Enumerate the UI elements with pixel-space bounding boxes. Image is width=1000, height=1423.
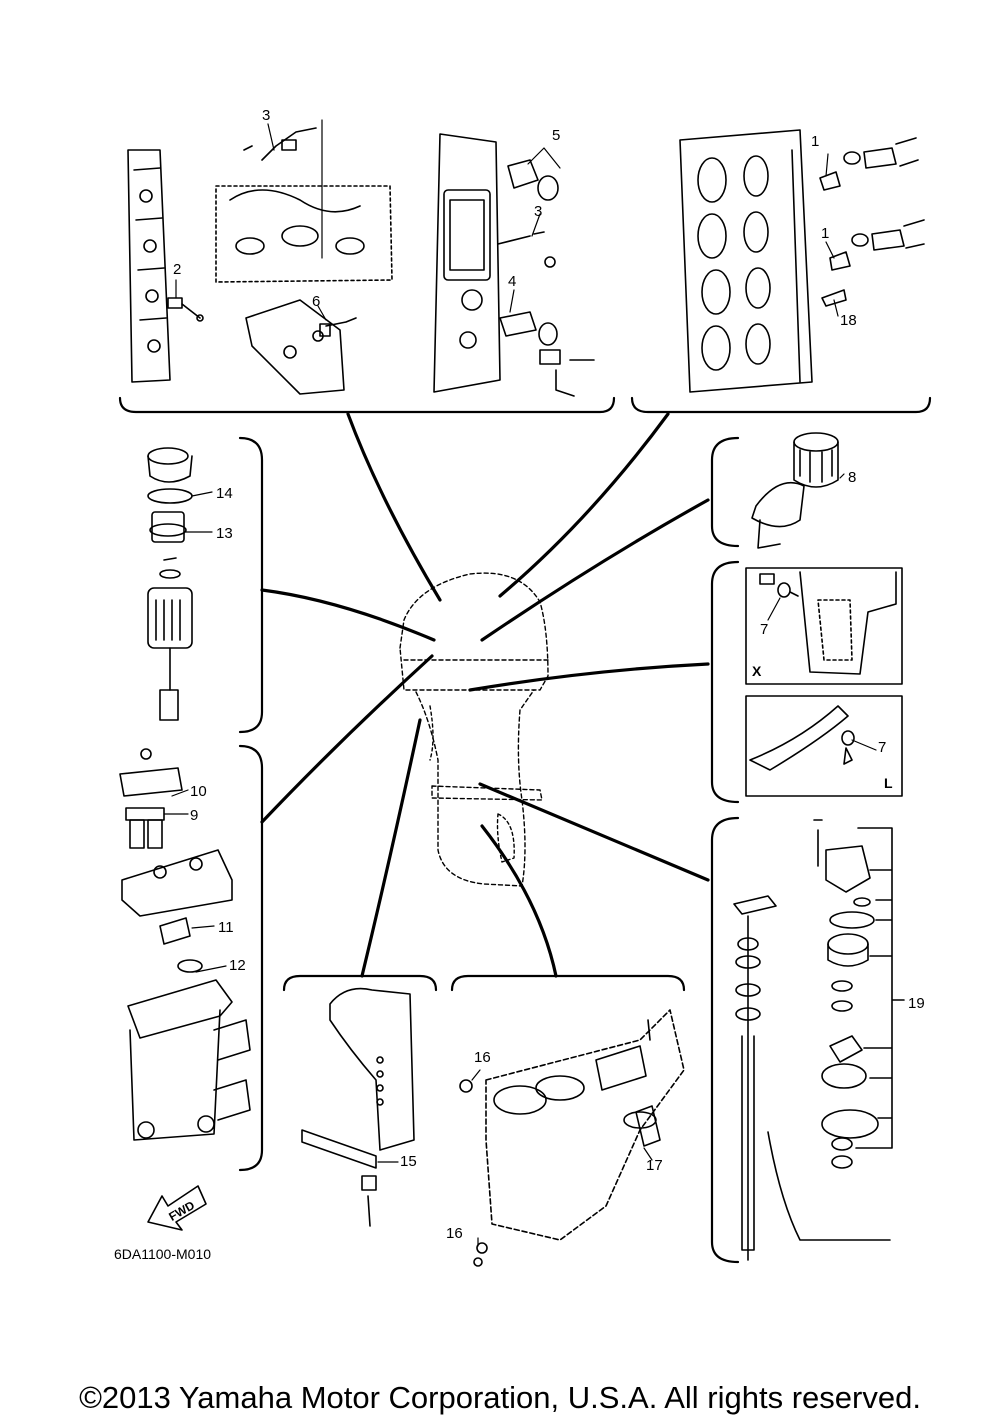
fwd-arrow: FWD bbox=[150, 1190, 210, 1235]
callout-1-lower: 1 bbox=[821, 225, 830, 242]
callout-4: 4 bbox=[508, 273, 517, 290]
callout-9: 9 bbox=[190, 807, 199, 824]
group-brackets bbox=[118, 396, 932, 1264]
callout-17: 17 bbox=[646, 1157, 663, 1174]
callout-7-upper: 7 bbox=[760, 621, 769, 638]
fwd-label: FWD bbox=[166, 1198, 197, 1224]
panel-tag-x: X bbox=[752, 663, 762, 679]
water-pump-group bbox=[733, 819, 905, 1261]
cylinder-head-panel bbox=[433, 133, 595, 397]
callout-8: 8 bbox=[848, 469, 857, 486]
callout-13: 13 bbox=[216, 525, 233, 542]
callout-2: 2 bbox=[173, 261, 182, 278]
callout-11: 11 bbox=[218, 919, 234, 936]
callout-16-lower: 16 bbox=[446, 1225, 463, 1242]
callout-10: 10 bbox=[190, 783, 207, 800]
leader-lines bbox=[260, 412, 710, 978]
callout-7-lower: 7 bbox=[878, 739, 887, 756]
callout-3-right: 3 bbox=[534, 203, 543, 220]
drain-plug-panels bbox=[745, 567, 903, 797]
callout-5: 5 bbox=[552, 127, 561, 144]
lower-unit-group bbox=[459, 1009, 685, 1267]
panel-tag-l: L bbox=[884, 775, 893, 791]
diagram-code: 6DA1100-M010 bbox=[114, 1246, 212, 1262]
block-assembly-panel bbox=[127, 127, 393, 395]
vapor-separator-group bbox=[119, 748, 251, 1141]
callout-12: 12 bbox=[229, 957, 246, 974]
callout-6: 6 bbox=[312, 293, 321, 310]
callout-leaders bbox=[163, 119, 877, 1247]
callout-19: 19 bbox=[908, 995, 925, 1012]
callout-18: 18 bbox=[840, 312, 857, 329]
exhaust-cover-panel bbox=[679, 129, 925, 393]
callout-3-left: 3 bbox=[262, 107, 271, 124]
callout-14: 14 bbox=[216, 485, 233, 502]
callout-1-top: 1 bbox=[811, 133, 820, 150]
bracket-anode-group bbox=[301, 987, 415, 1227]
fwd-arrow-shape bbox=[147, 1185, 207, 1231]
oil-filter-group bbox=[751, 432, 839, 549]
copyright-notice: ©2013 Yamaha Motor Corporation, U.S.A. A… bbox=[79, 1380, 921, 1415]
outboard-motor bbox=[399, 572, 549, 887]
fuel-filter-group bbox=[147, 447, 193, 721]
callout-15: 15 bbox=[400, 1153, 417, 1170]
callout-16-upper: 16 bbox=[474, 1049, 491, 1066]
